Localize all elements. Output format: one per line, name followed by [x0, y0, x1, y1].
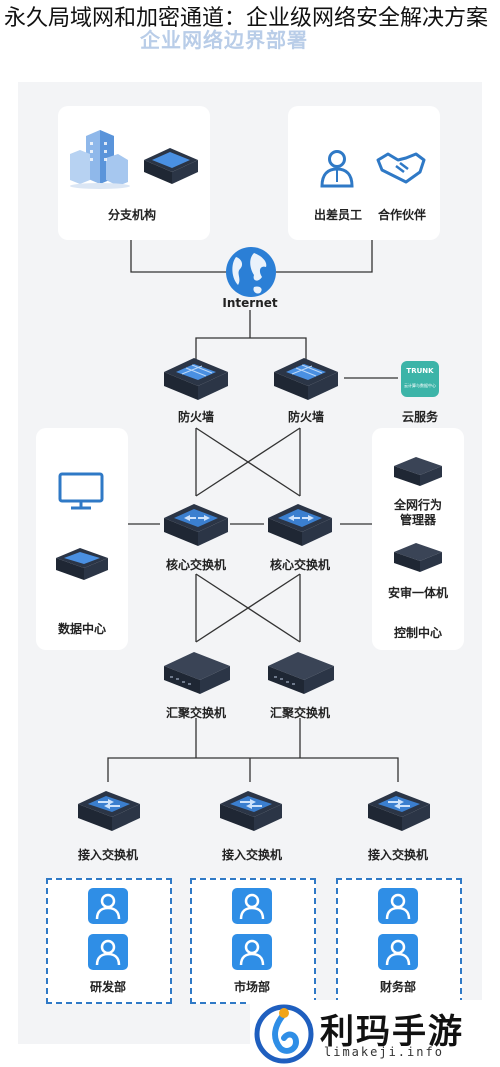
access-switch-1-icon [78, 791, 140, 831]
user-icon [232, 888, 272, 924]
access-switch-2-icon [220, 791, 282, 831]
monitor-icon [58, 472, 104, 510]
data-center-card [36, 428, 128, 650]
label-dept-rd: 研发部 [89, 980, 127, 994]
user-icon [378, 888, 418, 924]
firewall-bus [195, 337, 307, 360]
buildings-icon [70, 130, 130, 189]
label-dept-finance: 财务部 [379, 980, 417, 994]
user-icon [88, 888, 128, 924]
label-core-switch-2: 核心交换机 [269, 558, 331, 572]
branch-router-icon [144, 148, 198, 184]
watermark-domain: limakeji.info [324, 1045, 444, 1059]
label-control-center: 控制中心 [393, 626, 443, 640]
watermark-banner: 利玛手游 limakeji.info [250, 1000, 500, 1067]
cloud-service-icon: TRUNK 云计算与数据中心 [401, 361, 439, 397]
firewall-2-icon [274, 358, 338, 400]
fw-cross-2 [195, 427, 301, 497]
label-firewall-1: 防火墙 [177, 410, 215, 424]
label-access-switch-1: 接入交换机 [77, 848, 139, 862]
label-data-center: 数据中心 [57, 622, 107, 636]
aggregation-switch-1-icon [164, 652, 230, 694]
label-internet: Internet [222, 296, 278, 310]
access-bus [107, 757, 399, 782]
label-cloud-service: 云服务 [401, 410, 439, 424]
cloud-badge-line1: TRUNK [406, 367, 434, 375]
dept-box-rd [46, 878, 172, 1004]
label-audit-machine: 安审一体机 [387, 586, 449, 600]
aggregation-switch-2-icon [268, 652, 334, 694]
data-center-server-icon [56, 548, 108, 580]
core-switch-1-icon [164, 504, 228, 546]
watermark-brand: 利玛手游 [320, 1012, 464, 1052]
core-cross-2 [195, 573, 301, 643]
label-dept-market: 市场部 [233, 980, 271, 994]
audit-machine-icon [394, 543, 442, 572]
watermark-logo-icon [254, 1004, 314, 1064]
internet-globe-icon [226, 247, 276, 297]
firewall-1-icon [164, 358, 228, 400]
user-icon [88, 934, 128, 970]
label-access-switch-2: 接入交换机 [221, 848, 283, 862]
person-icon [320, 150, 354, 188]
remote-card [288, 106, 440, 240]
cloud-badge-line2: 云计算与数据中心 [404, 383, 436, 388]
handshake-icon [376, 152, 426, 184]
access-switch-3-icon [368, 791, 430, 831]
label-access-switch-3: 接入交换机 [367, 848, 429, 862]
label-core-switch-1: 核心交换机 [165, 558, 227, 572]
label-branch: 分支机构 [107, 208, 157, 222]
behavior-manager-icon [394, 457, 442, 486]
label-business-staff: 出差员工 [313, 208, 363, 222]
label-aggregation-switch-2: 汇聚交换机 [269, 706, 331, 720]
core-switch-2-icon [268, 504, 332, 546]
remote-link [276, 240, 373, 273]
label-behavior-manager: 全网行为管理器 [393, 498, 442, 527]
label-firewall-2: 防火墙 [287, 410, 325, 424]
branch-link [130, 240, 228, 273]
page-title: 永久局域网和加密通道：企业级网络安全解决方案 [4, 6, 489, 31]
label-partner: 合作伙伴 [377, 208, 427, 222]
label-aggregation-switch-1: 汇聚交换机 [165, 706, 227, 720]
user-icon [232, 934, 272, 970]
user-icon [378, 934, 418, 970]
diagram-subtitle: 企业网络边界部署 [140, 28, 308, 52]
